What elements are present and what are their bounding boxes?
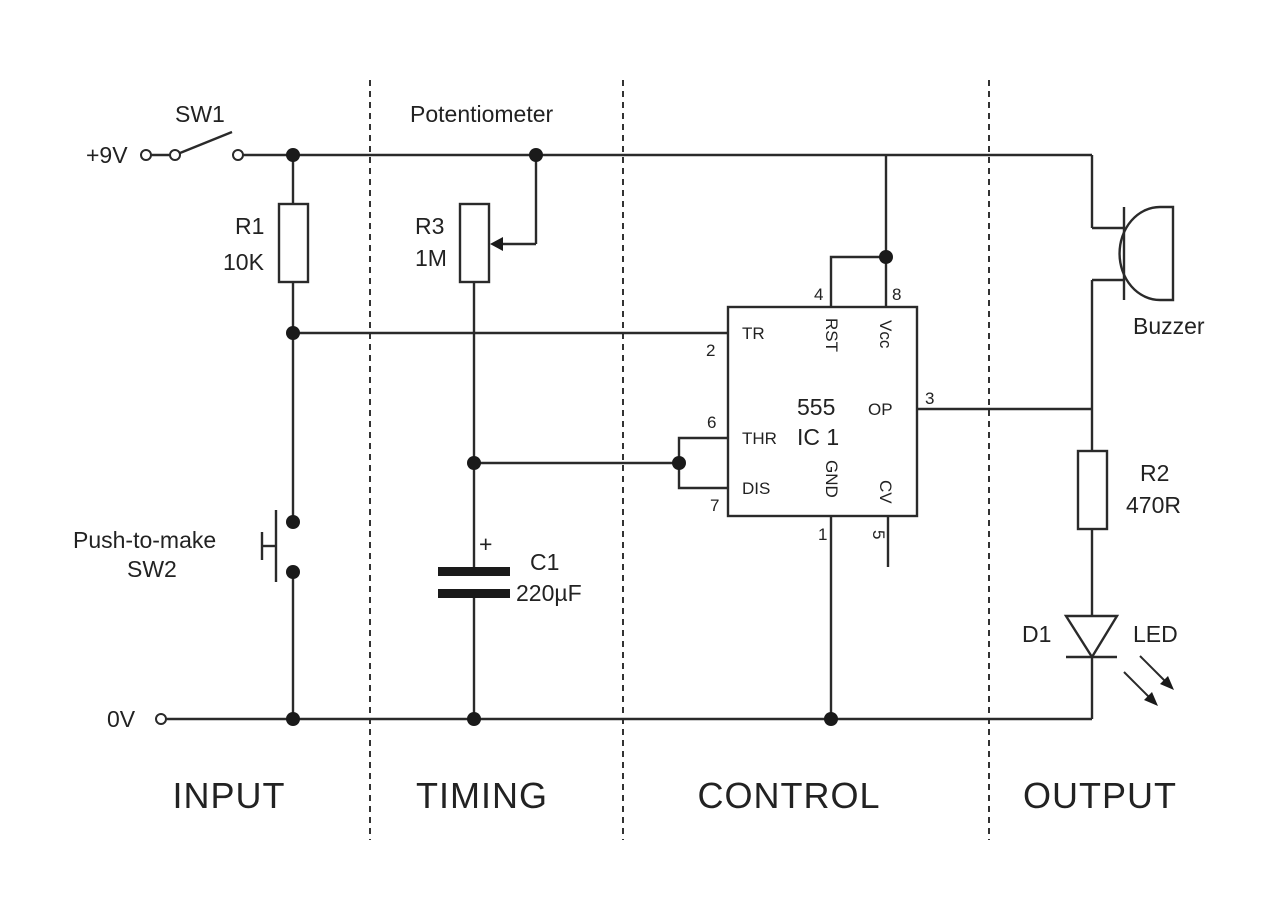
pin-thr-name: THR — [742, 429, 777, 448]
sw2-type-label: Push-to-make — [73, 527, 216, 553]
positive-rail — [140, 130, 1094, 228]
pin-7-number: 7 — [710, 496, 719, 515]
r3-value-label: 1M — [415, 245, 447, 271]
sw2-ref-label: SW2 — [127, 556, 177, 582]
r1-resistor — [277, 202, 310, 284]
r3-potentiometer — [458, 155, 538, 567]
d1-type-label: LED — [1133, 621, 1178, 647]
d1-ref-label: D1 — [1022, 621, 1051, 647]
pin-vcc-name: Vcc — [876, 320, 895, 349]
section-label-output: OUTPUT — [1023, 775, 1177, 816]
ic-555 — [677, 155, 1092, 719]
r2-resistor — [1076, 449, 1109, 616]
r3-ref-label: R3 — [415, 213, 444, 239]
r2-ref-label: R2 — [1140, 460, 1169, 486]
sw1-label: SW1 — [175, 101, 225, 127]
pin-1-number: 1 — [818, 525, 827, 544]
pin-rst-name: RST — [822, 318, 841, 352]
ground-supply-label: 0V — [107, 706, 136, 732]
section-label-control: CONTROL — [697, 775, 880, 816]
pin-dis-name: DIS — [742, 479, 770, 498]
ic-type-label: 555 — [797, 394, 835, 420]
ground-rail — [155, 713, 1092, 725]
pin-3-number: 3 — [925, 389, 934, 408]
pin-5-number: 5 — [869, 530, 888, 539]
pin-op-name: OP — [868, 400, 893, 419]
c1-ref-label: C1 — [530, 549, 559, 575]
pin-cv-name: CV — [876, 480, 895, 504]
pin-8-number: 8 — [892, 285, 901, 304]
c1-value-label: 220µF — [516, 580, 582, 606]
c1-capacitor — [438, 567, 510, 719]
r1-value-label: 10K — [223, 249, 265, 275]
pin-6-number: 6 — [707, 413, 716, 432]
r1-branch — [277, 155, 728, 719]
pin-2-number: 2 — [706, 341, 715, 360]
pin-gnd-name: GND — [822, 460, 841, 498]
r1-ref-label: R1 — [235, 213, 264, 239]
d1-led — [1063, 614, 1174, 719]
potentiometer-label: Potentiometer — [410, 101, 554, 127]
junction-dots — [286, 148, 893, 726]
ic-ref-label: IC 1 — [797, 424, 839, 450]
section-label-input: INPUT — [173, 775, 286, 816]
buzzer — [1090, 205, 1175, 451]
positive-supply-label: +9V — [86, 142, 128, 168]
pin-tr-name: TR — [742, 324, 765, 343]
section-label-timing: TIMING — [416, 775, 548, 816]
c1-polarity-label: + — [479, 531, 492, 557]
buzzer-label: Buzzer — [1133, 313, 1205, 339]
sw1-lever — [179, 130, 233, 155]
pin-4-number: 4 — [814, 285, 823, 304]
sw2-push-button — [260, 510, 300, 582]
r2-value-label: 470R — [1126, 492, 1181, 518]
